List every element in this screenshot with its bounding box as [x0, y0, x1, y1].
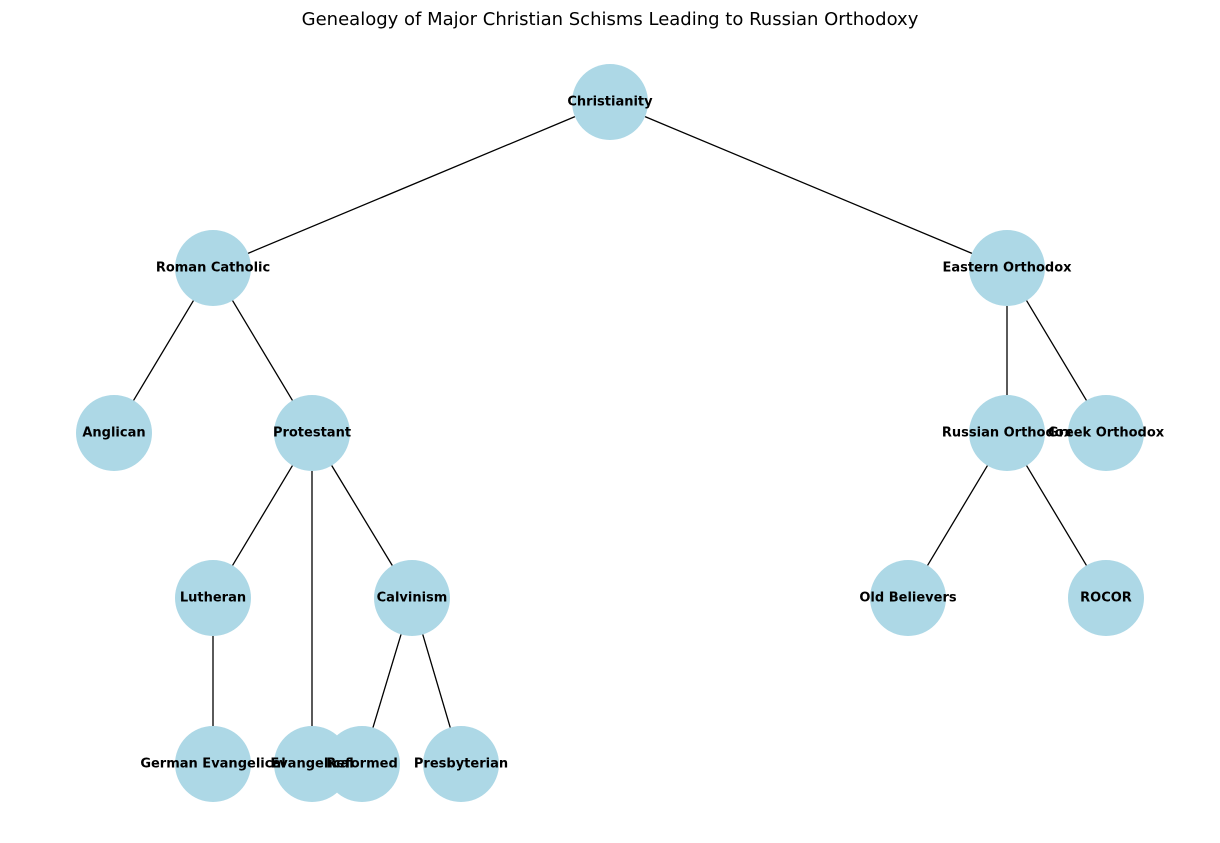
node-anglican: [76, 395, 152, 471]
edge-russian-orthodox-to-old-believers: [926, 465, 989, 566]
node-rocor: [1068, 560, 1144, 636]
edge-protestant-to-calvinism: [331, 465, 393, 566]
node-russian-orthodox: [969, 395, 1045, 471]
node-label-roman-catholic: Roman Catholic: [156, 261, 270, 276]
edge-calvinism-to-reformed: [372, 634, 402, 728]
node-label-greek-orthodox: Greek Orthodox: [1048, 426, 1165, 441]
node-label-old-believers: Old Believers: [859, 591, 956, 606]
node-christianity: [572, 64, 648, 140]
node-eastern-orthodox: [969, 230, 1045, 306]
edges-layer: [132, 116, 1088, 728]
node-label-rocor: ROCOR: [1080, 591, 1132, 606]
node-reformed: [324, 726, 400, 802]
edge-roman-catholic-to-protestant: [231, 300, 294, 401]
edge-christianity-to-eastern-orthodox: [644, 116, 973, 254]
edge-roman-catholic-to-anglican: [132, 300, 195, 401]
node-label-lutheran: Lutheran: [180, 591, 246, 606]
node-label-christianity: Christianity: [567, 95, 653, 110]
node-label-russian-orthodox: Russian Orthodox: [942, 426, 1073, 441]
node-label-german-evangelical: German Evangelical: [140, 757, 285, 772]
node-label-presbyterian: Presbyterian: [414, 757, 508, 772]
node-calvinism: [374, 560, 450, 636]
node-label-eastern-orthodox: Eastern Orthodox: [942, 261, 1072, 276]
node-presbyterian: [423, 726, 499, 802]
node-label-reformed: Reformed: [326, 757, 398, 772]
diagram-title: Genealogy of Major Christian Schisms Lea…: [302, 9, 919, 30]
edge-eastern-orthodox-to-greek-orthodox: [1025, 300, 1088, 401]
node-greek-orthodox: [1068, 395, 1144, 471]
node-label-protestant: Protestant: [273, 426, 351, 441]
node-lutheran: [175, 560, 251, 636]
node-protestant: [274, 395, 350, 471]
edge-russian-orthodox-to-rocor: [1025, 465, 1088, 566]
node-german-evangelical: [175, 726, 251, 802]
edge-calvinism-to-presbyterian: [422, 634, 451, 728]
node-roman-catholic: [175, 230, 251, 306]
node-label-calvinism: Calvinism: [377, 591, 448, 606]
edge-christianity-to-roman-catholic: [247, 116, 576, 254]
edge-protestant-to-lutheran: [231, 465, 294, 566]
node-old-believers: [870, 560, 946, 636]
node-label-evangelical: Evangelical: [270, 757, 353, 772]
node-label-anglican: Anglican: [82, 426, 145, 441]
